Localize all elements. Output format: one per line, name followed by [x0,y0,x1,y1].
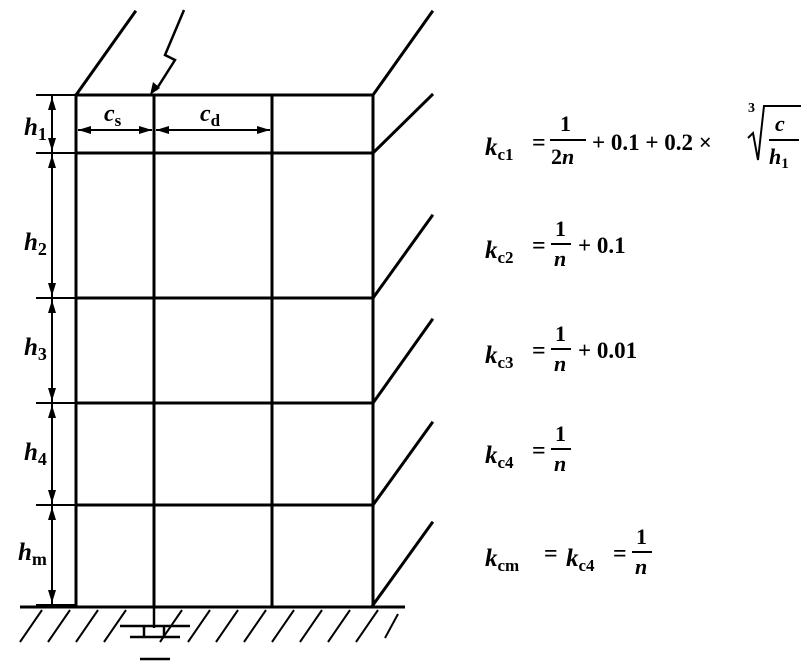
perspective-line-floor-2 [370,213,435,301]
svg-text:2n: 2n [551,144,574,169]
label-h3: h3 [24,334,47,364]
svg-text:kc1: kc1 [485,134,514,164]
dimension-labels: h1 h2 h3 h4 hm cs cd [18,101,221,569]
perspective-line-left-top [73,9,138,98]
svg-text:n: n [554,351,566,376]
earth-electrode-icon [120,605,190,661]
label-cs: cs [104,101,122,130]
label-cd: cd [200,101,221,130]
svg-text:1: 1 [636,524,647,549]
perspective-line-floor-3 [370,317,435,406]
svg-text:=: = [613,541,627,567]
formula-kc3: kc3 = 1 n + 0.01 [485,321,637,376]
perspective-line-floor-4 [370,420,435,508]
ground-hatching [19,609,399,643]
svg-text:=: = [532,338,546,364]
formula-kc2: kc2 = 1 n + 0.1 [485,216,626,271]
svg-text:n: n [635,554,647,579]
svg-text:kc3: kc3 [485,342,514,372]
svg-text:h1: h1 [769,144,789,172]
svg-text:kcm: kcm [485,545,519,575]
label-hm: hm [18,539,47,569]
label-h4: h4 [24,439,47,469]
svg-text:3: 3 [748,101,755,116]
building-frame [73,9,435,608]
svg-text:kc4: kc4 [485,442,514,472]
svg-text:=: = [532,438,546,464]
svg-text:+ 0.1: + 0.1 [578,233,626,258]
svg-text:=: = [544,541,558,567]
height-arrow-heads [48,97,56,603]
svg-text:1: 1 [555,421,566,446]
perspective-line-base [370,520,435,608]
svg-text:n: n [554,451,566,476]
svg-text:1: 1 [560,111,571,136]
svg-text:=: = [532,233,546,259]
ground [19,605,405,661]
svg-text:=: = [532,130,546,156]
label-h1: h1 [24,114,47,144]
formula-list: kc1 = 1 2n + 0.1 + 0.2 × 3 c h1 kc2 = 1 … [485,101,801,579]
label-h2: h2 [24,229,47,259]
perspective-line-right-top [370,9,435,98]
svg-text:1: 1 [555,321,566,346]
formula-kc4: kc4 = 1 n [485,421,571,476]
svg-text:+ 0.01: + 0.01 [578,338,637,363]
perspective-line-floor-1 [370,92,435,156]
svg-text:1: 1 [555,216,566,241]
spacing-arrow-heads [78,126,270,134]
lightning-arrow-head [150,82,160,95]
svg-text:n: n [554,246,566,271]
formula-kcm: kcm = kc4 = 1 n [485,524,652,579]
lightning-bolt-icon [154,9,186,91]
svg-text:kc2: kc2 [485,237,514,267]
formula-kc1: kc1 = 1 2n + 0.1 + 0.2 × 3 c h1 [485,101,801,172]
svg-text:c: c [775,111,785,136]
svg-text:kc4: kc4 [566,545,595,575]
svg-text:+ 0.1 + 0.2 ×: + 0.1 + 0.2 × [592,130,712,155]
